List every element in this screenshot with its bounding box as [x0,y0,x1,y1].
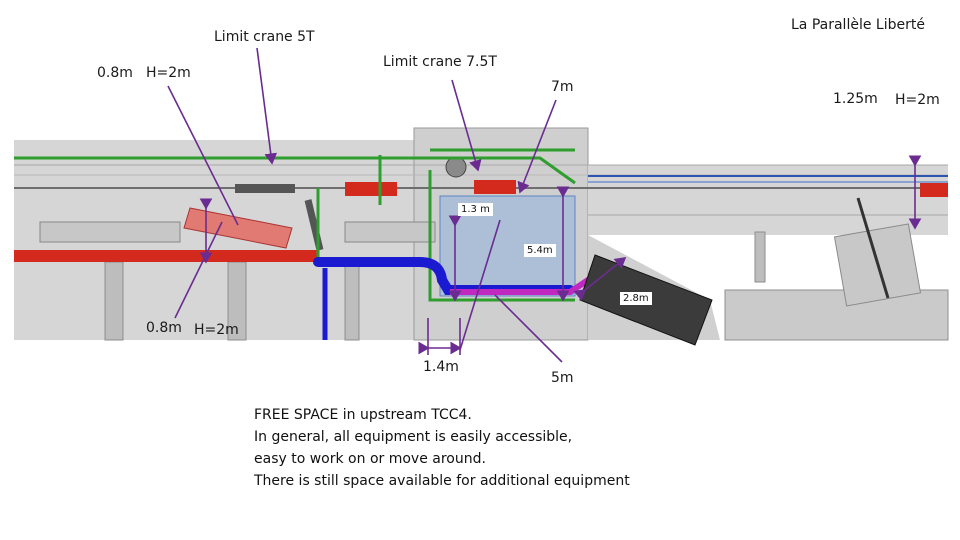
len-1-3m-label: 1.3 m [458,203,493,216]
arrow-crane-7-5t [451,79,482,172]
len-1-4m-label: 1.4m [423,359,459,375]
magnet-left [235,184,295,193]
crane-5t-label: Limit crane 5T [214,29,315,45]
arrow-crane-5t [256,47,278,165]
len-2-8m-label: 2.8m [620,292,652,305]
len-5m-label: 5m [551,370,574,386]
top-left-height-label: H=2m [146,65,191,81]
top-left-width-label: 0.8m [97,65,133,81]
note-line: easy to work on or move around. [254,451,486,467]
leader-top-left [167,85,239,226]
bottom-left-width-label: 0.8m [146,320,182,336]
beamline [14,156,948,299]
leader-5-4m [459,219,501,351]
magnet-red-2 [474,180,516,194]
note-line: FREE SPACE in upstream TCC4. [254,407,472,423]
magnet-red-1 [345,182,397,196]
crane-7-5t-label: Limit crane 7.5T [383,54,497,70]
right-height-label: H=2m [895,92,940,108]
bottom-left-height-label: H=2m [194,322,239,338]
magnet-red-3 [920,183,948,197]
dim-2-8m [573,257,627,301]
leader-5m [494,294,563,363]
note-line: There is still space available for addit… [254,473,630,489]
notes-block: FREE SPACE in upstream TCC4. In general,… [254,404,630,492]
len-5-4m-label: 5.4m [524,244,556,257]
leader-bottom-left [174,221,223,319]
vessel [445,156,467,178]
blue-pipe [313,257,575,295]
right-width-label: 1.25m [833,91,878,107]
len-7m-label: 7m [551,79,574,95]
room-lower-right [724,289,949,341]
beam-dump-block [14,250,319,262]
brand-label: La Parallèle Liberté [791,17,925,33]
note-line: In general, all equipment is easily acce… [254,429,573,445]
arrow-7m [517,99,557,194]
annotation-arrows [167,47,922,363]
green-rails [14,148,576,302]
support-block-left [39,221,181,243]
support-block-center [344,221,436,243]
